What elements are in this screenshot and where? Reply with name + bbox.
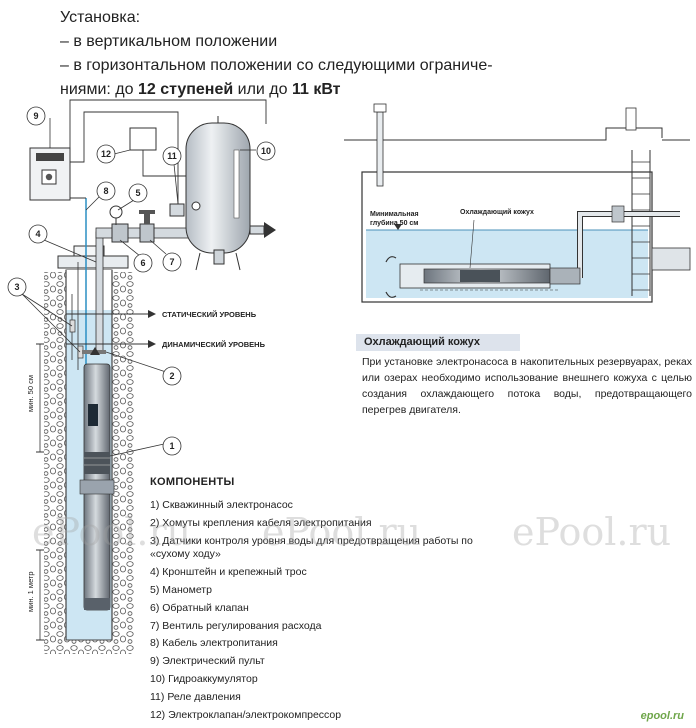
callout-7 [162,252,182,272]
list-item: 4) Кронштейн и крепежный трос [150,565,307,578]
callout-12 [96,144,116,164]
callout-2-label: 2 [169,371,174,381]
components-list: 1) Скважинный электронасос 2) Хомуты кре… [150,497,500,725]
components-title: КОМПОНЕНТЫ [150,476,235,488]
intro-line-4: ниями: до 12 ступеней или до 11 кВт [60,81,341,98]
intro-power: 11 кВт [291,81,341,98]
list-item: 12) Электроклапан/электрокомпрессор [150,709,342,722]
callout-9-label: 9 [33,111,38,121]
min-depth-label-2: глубина 50 см [370,219,418,227]
list-item: 3) Датчики контроля уровня воды для пред… [150,534,473,560]
callout-12-label: 12 [101,149,111,159]
dynamic-level-label: ДИНАМИЧЕСКИЙ УРОВЕНЬ [162,340,266,349]
well-head [57,255,129,269]
min-1m-label: мин. 1 метр [26,571,35,612]
intro-stages: 12 ступеней [137,81,234,98]
callout-4-label: 4 [35,229,40,239]
gravel-wall-left [44,272,66,652]
cooling-description: При установке электронасоса в накопитель… [362,356,692,416]
pressure-tank [185,122,251,254]
list-item: 9) Электрический пульт [150,655,265,668]
callout-2 [162,366,182,386]
min-50cm-label: мин. 50 см [26,375,35,412]
list-item: 5) Манометр [150,583,212,596]
callout-10-label: 10 [261,146,271,156]
callout-6 [133,253,153,273]
static-level-label: СТАТИЧЕСКИЙ УРОВЕНЬ [162,310,257,319]
intro-line-1: Установка: [60,9,141,26]
callout-3 [7,277,27,297]
callout-3-label: 3 [14,282,19,292]
callout-1 [162,436,182,456]
callout-4 [28,224,48,244]
callout-8-label: 8 [103,186,108,196]
callout-1-label: 1 [169,441,174,451]
callout-5 [128,183,148,203]
callout-11 [162,146,182,166]
list-item: 1) Скважинный электронасос [150,499,293,511]
intro-text: Установка: – в вертикальном положении – … [60,6,493,102]
min-depth-label-1: Минимальная [370,211,419,218]
manometer-icon [109,205,123,219]
gravel-bottom [44,640,134,654]
callout-7-label: 7 [169,257,174,267]
riser-pipe [95,231,104,353]
reservoir-diagram [344,103,691,303]
intro-line-2: – в вертикальном положении [60,33,278,50]
callout-6-label: 6 [140,258,145,268]
cooling-shroud-label: Охлаждающий кожух [460,208,534,216]
cooling-title: Охлаждающий кожух [356,334,520,351]
callout-9 [26,106,46,126]
electrovalve [129,127,157,151]
list-item: 8) Кабель электропитания [150,637,278,650]
list-item: 6) Обратный клапан [150,601,249,614]
gravel-wall-right [112,272,134,652]
callout-8 [96,181,116,201]
outlet-arrow-icon [264,222,276,238]
list-item: 7) Вентиль регулирования расхода [150,619,322,632]
callout-5-label: 5 [135,188,140,198]
corner-watermark: epool.ru [640,710,684,722]
callout-10 [256,141,276,161]
list-item: 10) Гидроаккумулятор [150,673,258,686]
level-sensor-top [69,319,76,333]
pressure-switch [169,203,185,217]
callout-11-label: 11 [167,151,177,161]
intro-line-3: – в горизонтальном положении со следующи… [60,57,493,74]
list-item: 11) Реле давления [150,691,241,704]
list-item: 2) Хомуты крепления кабеля электропитани… [150,516,372,529]
